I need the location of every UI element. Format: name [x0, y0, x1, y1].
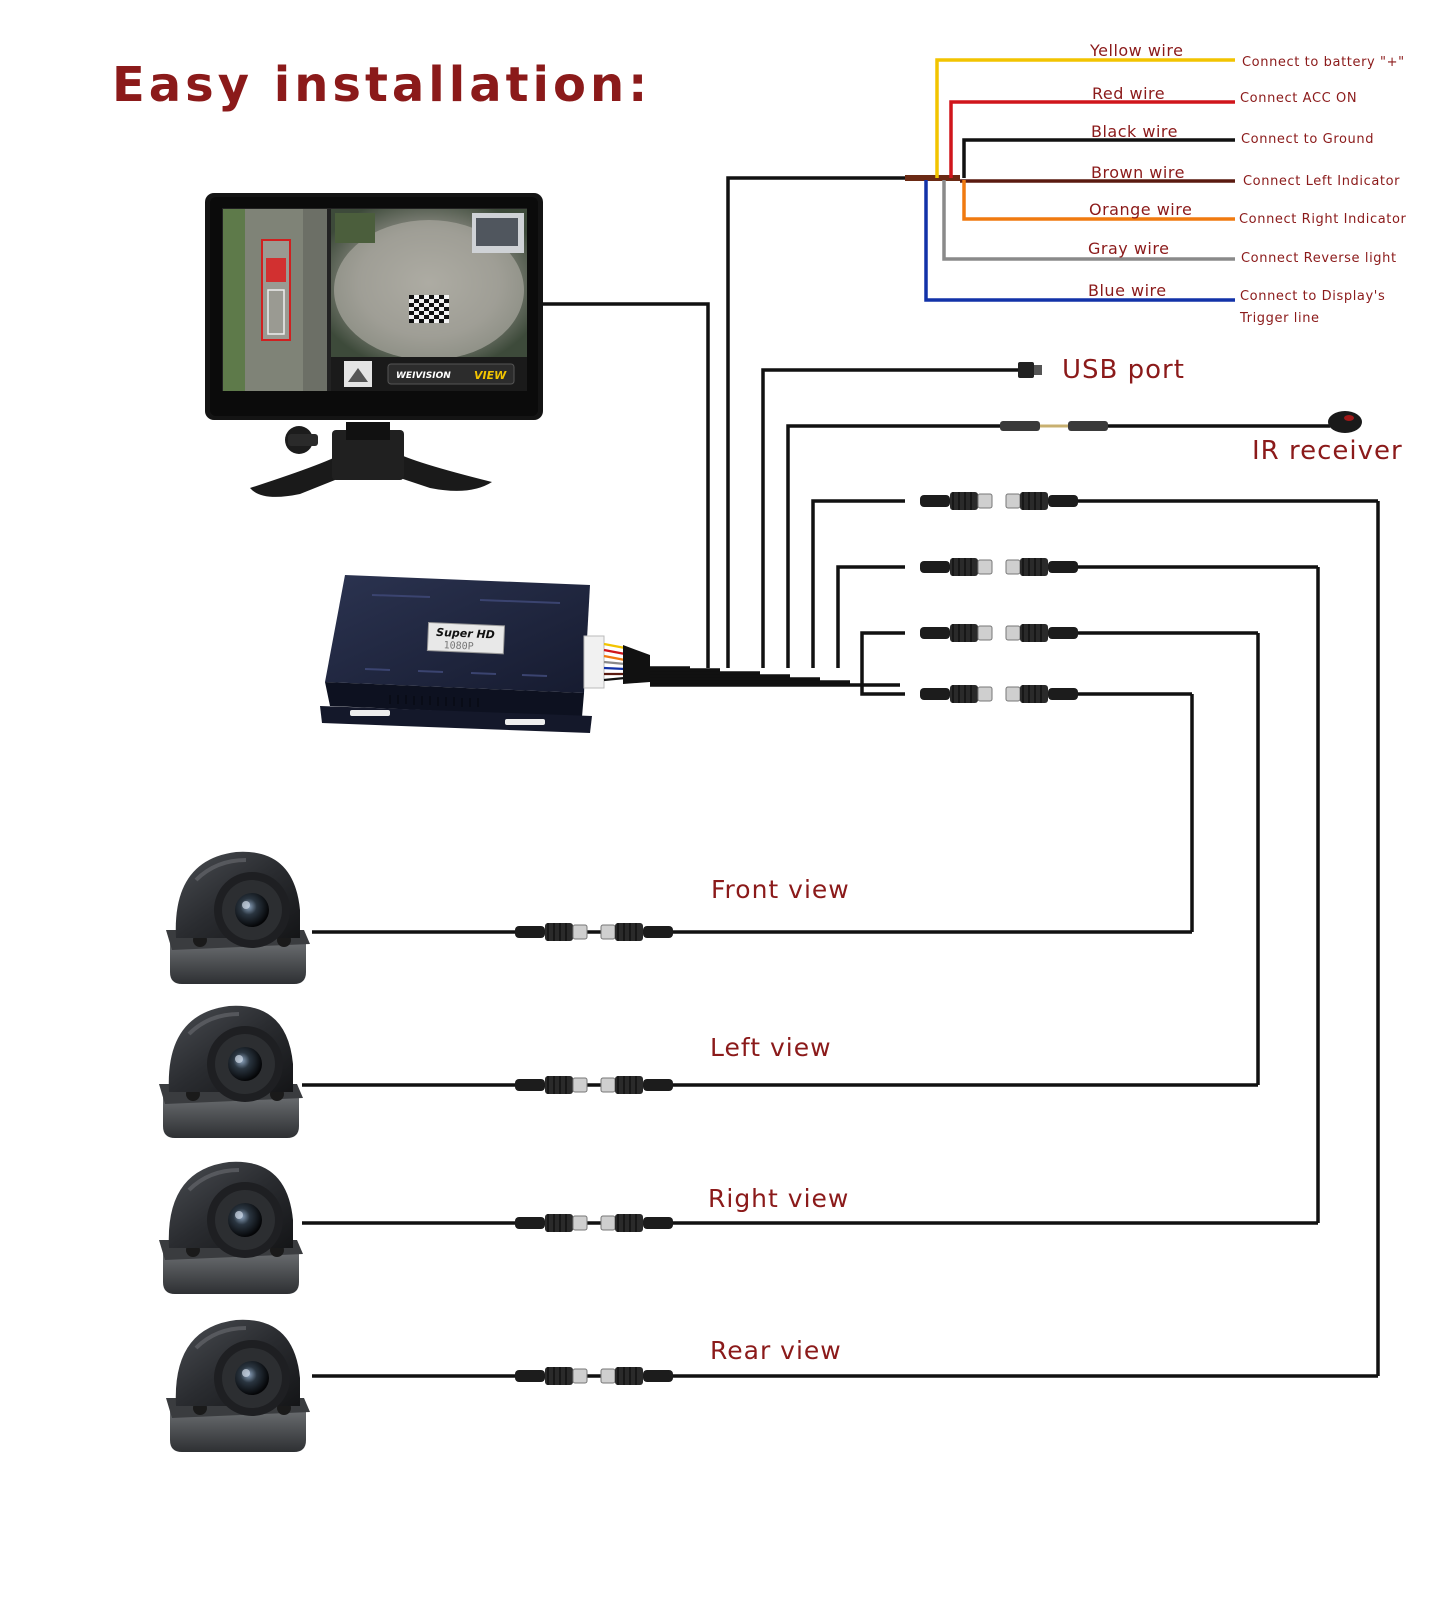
gray-wire: [942, 180, 1235, 261]
conn-label-red: Connect ACC ON: [1240, 91, 1357, 106]
dvr-box: Super HD 1080P: [320, 575, 650, 733]
connector-pair-camera-3: [515, 1214, 673, 1232]
red-wire: [949, 100, 1235, 178]
usb-connector: [1018, 362, 1042, 378]
extension-cables: [302, 492, 1380, 1385]
wiring-harness: [650, 176, 1020, 696]
orange-wire: [962, 180, 1235, 221]
conn-label-black: Connect to Ground: [1241, 132, 1374, 147]
svg-text:Super HD: Super HD: [436, 626, 495, 642]
connector-pair-channel-4: [920, 685, 1078, 703]
ir-receiver-cable: [1000, 411, 1362, 433]
camera-left-icon: [159, 1005, 303, 1138]
wire-label-red: Red wire: [1092, 84, 1165, 103]
camera-label-front: Front view: [711, 875, 850, 904]
monitor-view-text: VIEW: [474, 369, 507, 382]
conn-label-blue: Connect to Display's: [1240, 289, 1385, 304]
wire-label-gray: Gray wire: [1088, 239, 1169, 258]
conn-label-blue-line2: Trigger line: [1239, 311, 1320, 326]
camera-label-left: Left view: [710, 1033, 832, 1062]
connector-pair-channel-1: [920, 492, 1078, 510]
camera-label-rear: Rear view: [710, 1336, 842, 1365]
monitor-brand: WEIVISION: [396, 371, 451, 381]
conn-label-brown: Connect Left Indicator: [1243, 174, 1400, 189]
connector-pair-channel-3: [920, 624, 1078, 642]
yellow-wire: [935, 58, 1235, 178]
wire-label-blue: Blue wire: [1088, 281, 1167, 300]
page-title: Easy installation:: [112, 57, 651, 113]
connector-pair-camera-1: [515, 923, 673, 941]
connector-pair-channel-2: [920, 558, 1078, 576]
connector-pair-camera-2: [515, 1076, 673, 1094]
blue-wire: [924, 180, 1235, 302]
monitor-cable: [543, 302, 710, 668]
camera-front-icon: [166, 851, 310, 984]
svg-text:1080P: 1080P: [443, 640, 474, 652]
conn-label-orange: Connect Right Indicator: [1239, 212, 1407, 227]
cameras: [159, 851, 310, 1452]
colored-wire-breakout: [905, 58, 1235, 302]
wire-label-yellow: Yellow wire: [1089, 41, 1183, 60]
wire-label-orange: Orange wire: [1089, 200, 1192, 219]
camera-rear-icon: [166, 1319, 310, 1452]
monitor: WEIVISION VIEW: [205, 193, 543, 497]
usb-port-label: USB port: [1062, 355, 1185, 385]
calibration-checkerboard: [409, 295, 449, 323]
ir-receiver-label: IR receiver: [1252, 436, 1403, 466]
conn-label-yellow: Connect to battery "+": [1242, 55, 1405, 70]
connector-pair-camera-4: [515, 1367, 673, 1385]
wire-label-brown: Brown wire: [1091, 163, 1185, 182]
camera-label-right: Right view: [708, 1184, 849, 1213]
black-wire: [962, 138, 1235, 178]
conn-label-gray: Connect Reverse light: [1241, 251, 1397, 266]
wire-label-black: Black wire: [1091, 122, 1178, 141]
camera-right-icon: [159, 1161, 303, 1294]
super-hd-badge: Super HD 1080P: [426, 622, 506, 655]
ir-receiver-icon: [1328, 411, 1362, 433]
